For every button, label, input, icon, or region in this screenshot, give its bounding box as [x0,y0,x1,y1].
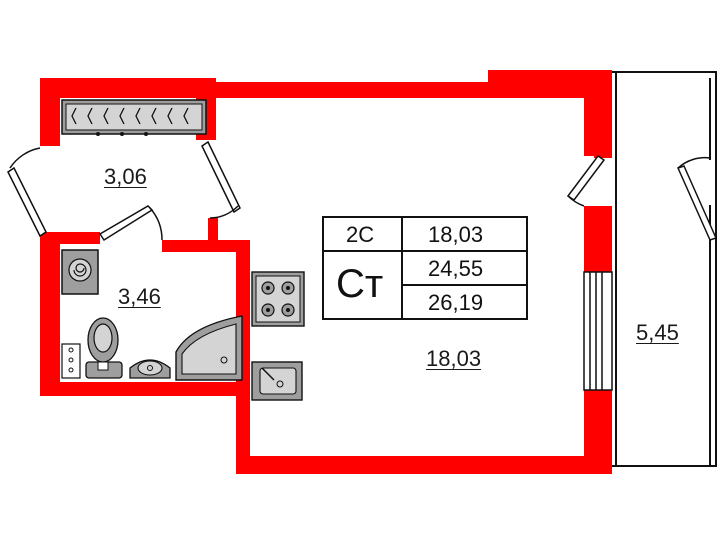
room-area-label: 3,06 [104,164,147,189]
kitchen-sink-icon [251,361,303,401]
total-area-value: 24,55 [428,256,484,281]
meter-panel-icon [61,343,81,379]
sink-icon [129,359,171,379]
apartment-type-symbol: Ст [336,262,384,306]
walls [40,70,612,474]
loggia-outline [610,71,717,467]
living-area-value: 18,03 [428,222,484,247]
hall-door-icon [201,140,241,219]
washing-machine-icon [61,249,99,295]
entrance-door-icon [7,147,47,238]
balcony-door-icon [566,154,606,207]
radiator-icon [61,99,207,136]
shower-icon [175,315,243,381]
bathroom-door-icon [98,205,163,242]
window-icon [583,271,613,391]
room-area-label: 18,03 [426,346,482,371]
total-area-with-loggia-value: 26,19 [428,290,484,315]
area-summary-table: 2С Ст 18,03 24,55 26,19 [322,216,528,320]
toilet-icon [85,317,123,379]
stove-icon [251,271,305,327]
room-area-label: 3,46 [118,284,161,309]
room-area-label: 5,45 [636,320,679,345]
loggia-door-icon [676,156,718,241]
apartment-code: 2С [346,222,375,247]
